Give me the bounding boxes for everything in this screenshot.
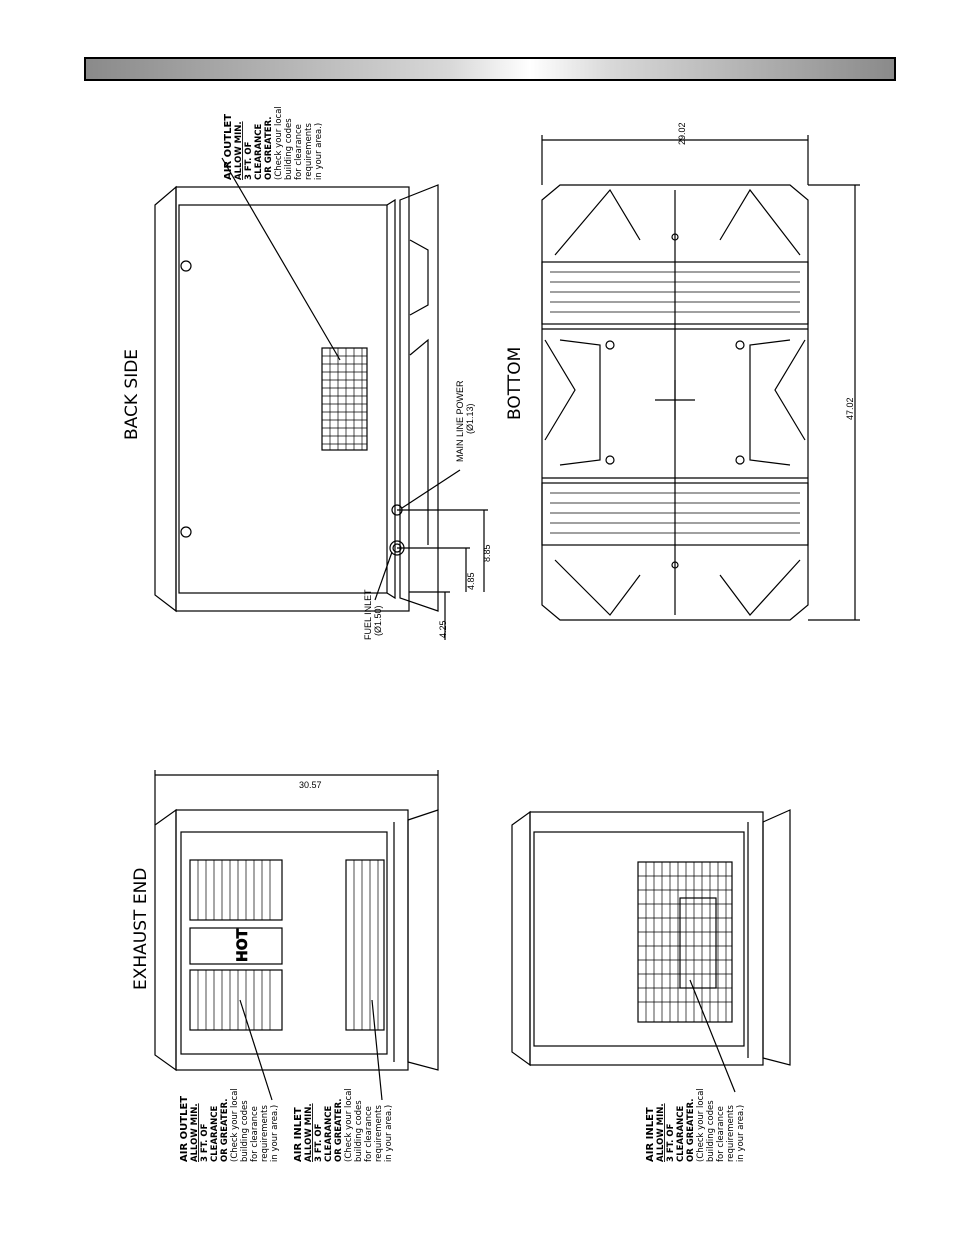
- svg-text:for clearance: for clearance: [364, 1106, 374, 1162]
- svg-text:FUEL INLET: FUEL INLET: [363, 589, 373, 640]
- svg-text:building codes: building codes: [284, 118, 294, 180]
- svg-text:CLEARANCE: CLEARANCE: [210, 1105, 220, 1162]
- svg-text:(Ø1.13): (Ø1.13): [465, 403, 475, 434]
- dim-30-57: 30.57: [299, 780, 322, 790]
- svg-text:requirements: requirements: [304, 123, 314, 180]
- svg-text:3 FT. OF: 3 FT. OF: [666, 1123, 676, 1162]
- fuel-inlet-label: FUEL INLET (Ø1.50): [363, 589, 383, 640]
- dim-47-02: 47.02: [845, 397, 855, 420]
- svg-text:ALLOW MIN.: ALLOW MIN.: [190, 1103, 200, 1162]
- svg-text:AIR OUTLET: AIR OUTLET: [179, 1096, 190, 1162]
- svg-text:for clearance: for clearance: [250, 1106, 260, 1162]
- svg-text:OR GREATER.: OR GREATER.: [264, 116, 274, 180]
- svg-text:ALLOW MIN.: ALLOW MIN.: [304, 1103, 314, 1162]
- intake-air-inlet-note: AIR INLET ALLOW MIN. 3 FT. OF CLEARANCE …: [645, 1088, 746, 1162]
- svg-text:3 FT. OF: 3 FT. OF: [244, 141, 254, 180]
- svg-text:requirements: requirements: [260, 1105, 270, 1162]
- svg-text:(Check your local: (Check your local: [230, 1088, 240, 1162]
- svg-text:for clearance: for clearance: [716, 1106, 726, 1162]
- svg-text:OR GREATER.: OR GREATER.: [686, 1098, 696, 1162]
- svg-text:ALLOW MIN.: ALLOW MIN.: [656, 1103, 666, 1162]
- main-line-power-label: MAIN LINE POWER (Ø1.13): [455, 380, 475, 462]
- svg-text:building codes: building codes: [240, 1100, 250, 1162]
- bottom-title: BOTTOM: [505, 347, 525, 420]
- svg-text:ALLOW MIN.: ALLOW MIN.: [234, 121, 244, 180]
- svg-text:for clearance: for clearance: [294, 124, 304, 180]
- svg-text:AIR INLET: AIR INLET: [293, 1107, 304, 1162]
- svg-text:in your area.): in your area.): [384, 1105, 394, 1162]
- svg-text:OR GREATER.: OR GREATER.: [220, 1098, 230, 1162]
- svg-text:(Check your local: (Check your local: [274, 106, 284, 180]
- hot-label: HOT: [235, 928, 251, 962]
- svg-text:building codes: building codes: [354, 1100, 364, 1162]
- exhaust-louver-slats: [197, 860, 379, 1030]
- back-air-outlet-note: AIR OUTLET ALLOW MIN. 3 FT. OF CLEARANCE…: [223, 106, 324, 180]
- svg-text:in your area.): in your area.): [736, 1105, 746, 1162]
- svg-text:(Check your local: (Check your local: [696, 1088, 706, 1162]
- svg-text:in your area.): in your area.): [270, 1105, 280, 1162]
- bottom-view: [541, 135, 860, 621]
- dim-4-25: 4.25: [438, 620, 448, 638]
- intake-louver-slats: [638, 862, 732, 1022]
- back-side-view: [154, 157, 488, 640]
- exhaust-end-view: [154, 770, 439, 1101]
- back-louver-slats: [322, 348, 367, 450]
- back-side-title: BACK SIDE: [122, 349, 142, 440]
- intake-end-view: [511, 809, 791, 1093]
- svg-text:OR GREATER.: OR GREATER.: [334, 1098, 344, 1162]
- svg-text:CLEARANCE: CLEARANCE: [254, 123, 264, 180]
- svg-text:MAIN LINE POWER: MAIN LINE POWER: [455, 380, 465, 462]
- svg-text:requirements: requirements: [726, 1105, 736, 1162]
- dim-4-85: 4.85: [466, 572, 476, 590]
- section-header-bar: [84, 57, 896, 81]
- exhaust-air-inlet-note: AIR INLET ALLOW MIN. 3 FT. OF CLEARANCE …: [293, 1088, 394, 1162]
- dim-8-85: 8.85: [482, 544, 492, 562]
- dim-29-02: 29.02: [677, 122, 687, 145]
- svg-text:building codes: building codes: [706, 1100, 716, 1162]
- svg-text:CLEARANCE: CLEARANCE: [676, 1105, 686, 1162]
- exhaust-end-title: EXHAUST END: [131, 868, 151, 990]
- svg-text:(Ø1.50): (Ø1.50): [373, 605, 383, 636]
- svg-text:CLEARANCE: CLEARANCE: [324, 1105, 334, 1162]
- svg-text:(Check your local: (Check your local: [344, 1088, 354, 1162]
- svg-text:AIR OUTLET: AIR OUTLET: [223, 114, 234, 180]
- exhaust-air-outlet-note: AIR OUTLET ALLOW MIN. 3 FT. OF CLEARANCE…: [179, 1088, 280, 1162]
- svg-text:AIR INLET: AIR INLET: [645, 1107, 656, 1162]
- svg-text:3 FT. OF: 3 FT. OF: [314, 1123, 324, 1162]
- svg-text:3 FT. OF: 3 FT. OF: [200, 1123, 210, 1162]
- svg-text:in your area.): in your area.): [314, 123, 324, 180]
- svg-text:requirements: requirements: [374, 1105, 384, 1162]
